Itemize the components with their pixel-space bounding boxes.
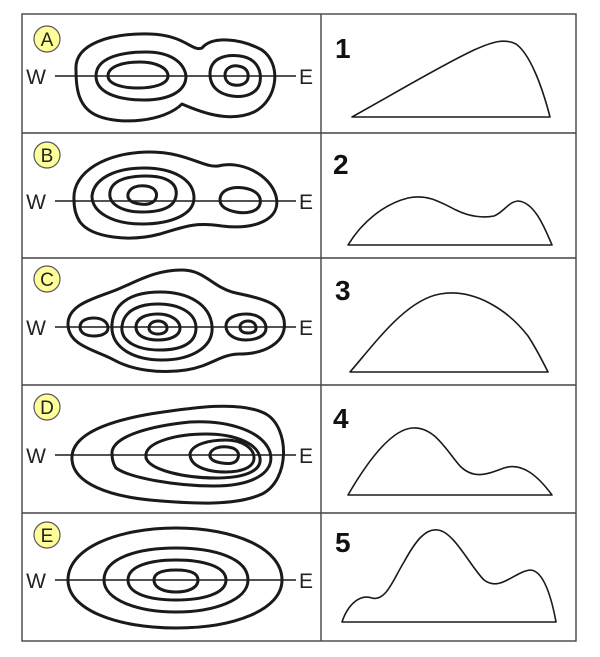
map-a-contour-outer [74,32,277,123]
profile-1: 1 [335,33,551,118]
contour-map-b: B W E [26,141,313,240]
map-e-west-label: W [26,570,46,593]
map-a-badge [33,25,61,53]
map-b-contour-east [218,186,262,215]
map-e-contour-inner [152,568,200,594]
contour-map-d: D W E [26,393,313,505]
profile-2-number: 2 [333,149,349,180]
profile-4: 4 [333,403,553,496]
map-d-contour-3 [144,432,262,480]
table-grid [21,13,577,642]
profile-1-outline [351,40,551,118]
profile-5-outline [341,529,557,623]
map-c-contour-inner-1 [120,302,198,352]
contour-map-a: A W E [26,25,313,123]
profile-3-outline [349,292,549,373]
profile-4-number: 4 [333,403,349,434]
map-b-west-label: W [26,191,46,214]
profile-3-number: 3 [335,275,351,306]
profile-3: 3 [335,275,549,373]
map-d-contour-4 [188,438,256,474]
map-b-contour-inner-2 [126,184,158,206]
map-e-east-label: E [299,570,313,593]
map-a-contour-inner-east [223,64,250,87]
map-a-letter: A [41,30,54,51]
contour-map-e: E W E [26,521,313,630]
profile-2: 2 [333,149,553,246]
map-d-contour-outer [70,404,285,505]
map-d-contour-inner [208,445,240,465]
map-a-contour-inner-west [106,60,170,90]
map-c-east-label: E [299,317,313,340]
map-c-contour-inner-2 [134,312,182,342]
map-a-west-label: W [26,66,46,89]
map-c-contour-outer [66,268,286,374]
map-d-badge [33,393,61,421]
map-c-badge [33,265,61,293]
table-border [21,13,577,642]
map-b-contour-outer [72,150,279,240]
profile-4-outline [347,427,553,496]
map-b-contour-inner-1 [108,174,178,214]
map-c-contour-east-inner [238,319,258,335]
map-e-letter: E [41,526,54,547]
profile-5-number: 5 [335,527,351,558]
map-b-badge [33,141,61,169]
map-c-contour-west [78,316,110,338]
map-a-east-label: E [299,66,313,89]
map-c-contour-inner-3 [147,319,169,336]
map-d-west-label: W [26,445,46,468]
map-c-letter: C [40,270,54,291]
contour-map-c: C W E [26,265,313,374]
map-c-west-label: W [26,317,46,340]
map-e-badge [33,521,61,549]
map-b-letter: B [41,146,54,167]
map-c-contour-middle [110,290,214,362]
map-b-contour-middle-west [90,166,196,226]
map-a-contour-middle-east [208,54,262,98]
map-b-east-label: E [299,191,313,214]
map-d-contour-2 [110,420,273,488]
profile-2-outline [347,196,553,246]
profile-1-number: 1 [335,33,351,64]
map-d-letter: D [40,398,54,419]
map-c-contour-east [224,312,268,342]
map-d-east-label: E [299,445,313,468]
profile-5: 5 [335,527,557,623]
